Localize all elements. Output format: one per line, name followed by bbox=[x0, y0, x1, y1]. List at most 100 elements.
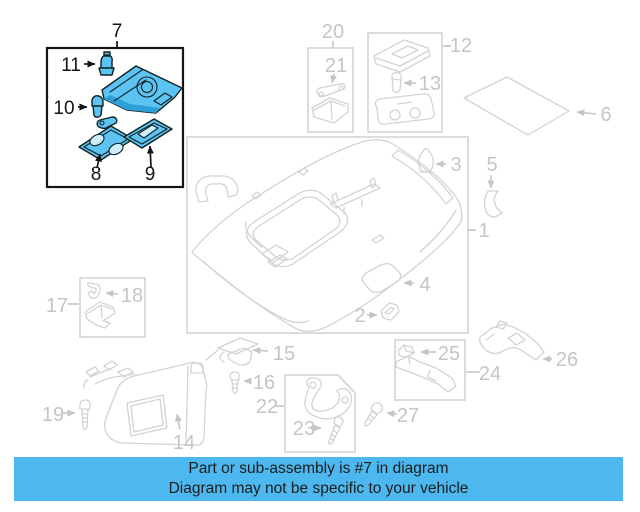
part-14-arrow bbox=[175, 413, 182, 430]
part-17-holder-drawing bbox=[84, 301, 116, 329]
part-20-callout[interactable]: 20 bbox=[322, 21, 344, 43]
part-6-arrow bbox=[576, 109, 597, 117]
sunroof-opening-inner bbox=[252, 196, 341, 261]
bracket-15-16-group: 15 16 bbox=[205, 337, 295, 394]
part-17-callout[interactable]: 17 bbox=[46, 295, 68, 317]
part-4-pad-drawing bbox=[361, 262, 402, 294]
part-26-bracket-drawing bbox=[479, 320, 545, 361]
visor-corner-notch bbox=[190, 362, 204, 374]
part-2-callout[interactable]: 2 bbox=[354, 305, 365, 327]
part-8-capsule-drawing bbox=[96, 116, 118, 130]
rail-24-25-group: 25 24 bbox=[394, 339, 501, 401]
part-18-hook-drawing bbox=[87, 282, 101, 300]
part-18-arrow bbox=[105, 290, 119, 298]
part-7-housing-details bbox=[109, 69, 173, 106]
diagram-notice-banner: Part or sub-assembly is #7 in diagram Di… bbox=[14, 457, 623, 501]
part-15-arrow bbox=[252, 347, 269, 354]
box-24-frame bbox=[394, 339, 466, 401]
part-18-callout[interactable]: 18 bbox=[121, 285, 143, 307]
part-13-callout[interactable]: 13 bbox=[419, 73, 441, 95]
part-6-callout[interactable]: 6 bbox=[600, 104, 611, 126]
part-27-arrow bbox=[386, 410, 398, 418]
part-1-callout[interactable]: 1 bbox=[478, 220, 489, 242]
part-21-arrow bbox=[330, 73, 338, 84]
part-8-hole-1 bbox=[89, 133, 105, 147]
visor-rod-drawing bbox=[83, 360, 135, 389]
part-6-glass-drawing bbox=[463, 76, 570, 136]
part-5-group: 5 bbox=[483, 154, 503, 218]
part-7-callout[interactable]: 7 bbox=[112, 21, 123, 42]
part-16-screw-drawing bbox=[229, 371, 240, 394]
part-24-rail-drawing bbox=[395, 355, 457, 393]
part-26-callout[interactable]: 26 bbox=[556, 349, 578, 371]
part-5-bracket-drawing bbox=[483, 190, 503, 218]
part-7-housing-shade bbox=[104, 95, 160, 113]
part-10-bulb-drawing bbox=[91, 95, 104, 118]
headliner-box-frame bbox=[186, 136, 469, 334]
part-23-callout[interactable]: 23 bbox=[293, 418, 315, 440]
part-5-callout[interactable]: 5 bbox=[486, 154, 497, 176]
part-8-callout[interactable]: 8 bbox=[91, 164, 102, 185]
part-27-group: 27 bbox=[364, 402, 419, 427]
part-21-callout[interactable]: 21 bbox=[325, 55, 347, 77]
part-3-clip-drawing bbox=[418, 147, 434, 173]
box-17-frame bbox=[79, 277, 146, 338]
box-22-frame bbox=[284, 374, 356, 453]
box-12-frame bbox=[367, 32, 443, 133]
part-11-socket-drawing bbox=[98, 51, 115, 76]
grab-handle-group: 22 23 bbox=[256, 374, 356, 453]
highlighted-subassembly-group[interactable]: 7 11 10 8 9 bbox=[45, 21, 185, 189]
lamp-12-13-group: 12 13 bbox=[367, 32, 472, 133]
box-20-frame bbox=[307, 47, 354, 133]
part-2-clip-drawing bbox=[380, 302, 400, 321]
part-25-clip-drawing bbox=[397, 344, 415, 358]
headliner-front-edge-line bbox=[203, 261, 309, 324]
part-22-handle-drawing bbox=[304, 377, 353, 420]
part-12-lens-drawing bbox=[374, 93, 435, 125]
part-15-callout[interactable]: 15 bbox=[273, 343, 295, 365]
part-27-callout[interactable]: 27 bbox=[397, 405, 419, 427]
part-14-callout[interactable]: 14 bbox=[173, 432, 195, 454]
sun-visor-group: 14 19 bbox=[42, 360, 208, 454]
part-9-arrow bbox=[146, 145, 154, 168]
part-9-lens-inner-edge bbox=[128, 122, 168, 145]
part-3-callout[interactable]: 3 bbox=[450, 154, 461, 176]
part-12-callout[interactable]: 12 bbox=[450, 35, 472, 57]
part-13-bulb-drawing bbox=[391, 71, 403, 93]
part-4-callout[interactable]: 4 bbox=[419, 274, 430, 296]
part-20-housing-drawing bbox=[311, 97, 349, 124]
console-cutout-detail bbox=[244, 221, 289, 268]
part-25-callout[interactable]: 25 bbox=[438, 343, 460, 365]
part-21-bulb-drawing bbox=[316, 83, 346, 98]
surface-clip-details bbox=[251, 167, 385, 244]
headliner-assembly-group: 1 3 4 2 bbox=[186, 136, 490, 334]
part-9-callout[interactable]: 9 bbox=[145, 164, 156, 185]
visor-fold-line bbox=[185, 365, 189, 443]
part-16-callout[interactable]: 16 bbox=[253, 372, 275, 394]
part-24-callout[interactable]: 24 bbox=[479, 363, 501, 385]
part-15-bracket-drawing bbox=[205, 337, 259, 366]
part-9-lens-window bbox=[137, 124, 159, 139]
part-23-screw-drawing bbox=[328, 415, 344, 445]
part-6-group: 6 bbox=[463, 76, 612, 136]
visor-body-drawing bbox=[103, 361, 208, 446]
roof-hook-drawing bbox=[195, 175, 239, 203]
part-27-screw-drawing bbox=[364, 402, 384, 427]
visor-mirror-drawing bbox=[126, 394, 168, 437]
lamp-20-21-group: 20 21 bbox=[307, 21, 354, 133]
banner-line-1: Part or sub-assembly is #7 in diagram bbox=[188, 460, 449, 477]
part-10-callout[interactable]: 10 bbox=[53, 98, 74, 119]
part-19-callout[interactable]: 19 bbox=[42, 404, 64, 426]
part-26-group: 26 bbox=[479, 320, 578, 371]
part-8-arrow bbox=[95, 153, 102, 169]
part-12-housing-drawing bbox=[373, 39, 431, 73]
part-11-callout[interactable]: 11 bbox=[61, 55, 81, 76]
part-8-capsule-end bbox=[99, 120, 105, 126]
part-19-screw-drawing bbox=[79, 399, 91, 430]
banner-line-2: Diagram may not be specific to your vehi… bbox=[168, 480, 469, 497]
headliner-panel-drawing bbox=[191, 139, 463, 332]
part-7-dome-lens-inner bbox=[140, 80, 154, 94]
part-22-callout[interactable]: 22 bbox=[256, 396, 278, 418]
